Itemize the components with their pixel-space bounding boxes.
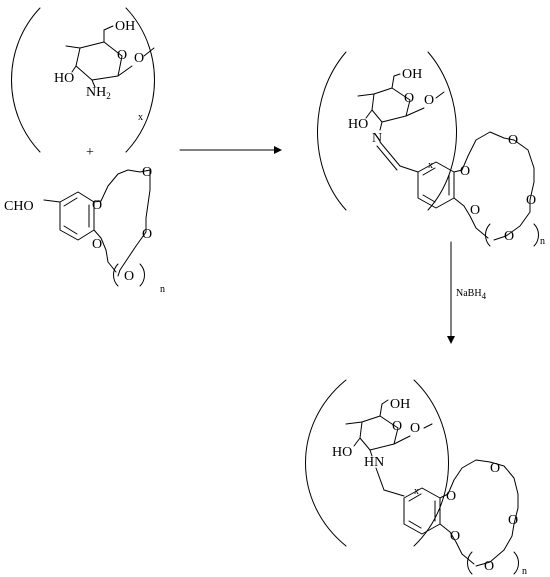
crown-ether-lower-chain <box>93 229 117 273</box>
ring-oxygen-label: O <box>392 419 402 434</box>
ring-oxygen-label: O <box>117 48 127 63</box>
ring-oxygen-label: O <box>404 91 414 106</box>
crown-oxygen-5: O <box>124 269 134 284</box>
crown-oxygen-2: O <box>92 237 102 252</box>
crown-oxygen-3: O <box>508 133 518 148</box>
repeat-subscript-x: x <box>414 486 419 497</box>
reagent-label: NaBH4 <box>456 288 487 301</box>
crown-ether-lower-chain <box>439 523 475 565</box>
reduction-arrow <box>447 241 455 344</box>
c6-bond <box>379 403 383 417</box>
benzene-inner-bond-1 <box>422 167 436 176</box>
formylbenzo-crown-ether: CHO O O O O O n <box>4 165 165 295</box>
imine-c-bond <box>399 165 419 173</box>
c3-oh-bond <box>71 65 77 73</box>
glycosidic-bond-out <box>423 423 433 429</box>
repeat-subscript-x: x <box>138 112 143 123</box>
schiff-base-product: OH O O HO N x O O O O O n <box>317 51 545 247</box>
nh2-label: NH2 <box>86 85 111 101</box>
c3-oh-bond <box>365 109 373 119</box>
crown-ether-chain <box>93 169 151 277</box>
repeat-bracket-left <box>113 263 119 287</box>
plus-sign: + <box>86 145 94 160</box>
pyranose-ring <box>75 41 123 81</box>
c6-oh-bond <box>393 73 401 77</box>
glycosidic-bond <box>393 435 411 445</box>
right-parenthesis <box>427 51 457 211</box>
crown-oxygen-5: O <box>484 559 494 574</box>
glycosidic-oxygen-label: O <box>134 51 144 66</box>
repeat-bracket-left <box>485 223 491 247</box>
right-parenthesis <box>413 379 449 547</box>
c4-methyl-bond <box>65 45 81 49</box>
reduced-amine-product: OH O O HO HN x O O O O O n <box>305 379 527 577</box>
crown-oxygen-4: O <box>142 227 152 242</box>
benzene-inner-bond-3 <box>63 225 78 235</box>
benzene-inner-bond-3 <box>422 194 436 203</box>
repeat-bracket-right <box>533 223 539 247</box>
repeat-bracket-right <box>513 551 519 575</box>
crown-oxygen-3: O <box>490 461 500 476</box>
ho-label: HO <box>348 117 368 132</box>
repeat-bracket-left <box>467 551 473 575</box>
c4-methyl-bond <box>345 421 363 425</box>
crown-oxygen-1: O <box>446 489 456 504</box>
left-parenthesis <box>305 379 347 547</box>
oh-label: OH <box>402 67 422 82</box>
benzene-inner-bond-1 <box>63 197 78 207</box>
c2-n-bond <box>369 449 373 457</box>
glycosidic-oxygen-label: O <box>410 421 420 436</box>
c6-oh-bond <box>103 25 114 31</box>
crown-oxygen-1: O <box>92 198 102 213</box>
cho-label: CHO <box>4 199 34 214</box>
crown-oxygen-3: O <box>142 165 152 180</box>
crown-oxygen-2: O <box>470 203 480 218</box>
crown-ether-chain <box>453 131 535 241</box>
ch2-benzene-bond <box>383 489 405 497</box>
ho-label: HO <box>332 445 352 460</box>
crown-oxygen-1: O <box>460 164 470 179</box>
repeat-bracket-right <box>139 263 145 287</box>
repeat-subscript-n: n <box>522 566 527 577</box>
crown-oxygen-4: O <box>526 193 536 208</box>
glycosidic-bond <box>117 65 133 77</box>
c3-oh-bond <box>353 437 361 447</box>
c2-n-bond <box>379 121 383 131</box>
left-parenthesis <box>11 7 41 153</box>
chitosan-unit: OH O O HO NH2 x <box>11 7 155 153</box>
imine-double-bond-1 <box>379 141 401 167</box>
repeat-subscript-x: x <box>428 160 433 171</box>
glycosidic-bond-out <box>143 47 155 57</box>
ho-label: HO <box>54 71 74 86</box>
c2-nh2-bond <box>91 79 96 88</box>
crown-oxygen-2: O <box>450 529 460 544</box>
benzene-inner-bond-3 <box>408 520 422 529</box>
repeat-subscript-n: n <box>160 284 165 295</box>
repeat-subscript-n: n <box>540 236 545 247</box>
left-parenthesis <box>317 51 347 211</box>
crown-ether-lower-chain <box>453 197 489 239</box>
c6-oh-bond <box>381 399 389 405</box>
imine-n-label: N <box>372 131 382 146</box>
oh-label: OH <box>390 397 410 412</box>
glycosidic-bond-out <box>435 91 445 99</box>
reaction-arrow <box>179 146 282 154</box>
c6-bond <box>391 75 395 89</box>
imine-double-bond-2 <box>376 145 398 171</box>
glycosidic-oxygen-label: O <box>424 93 434 108</box>
benzene-inner-bond-1 <box>408 493 422 502</box>
amine-ch2-bond <box>375 467 385 491</box>
crown-oxygen-4: O <box>508 513 518 528</box>
right-parenthesis <box>125 7 155 153</box>
crown-oxygen-5: O <box>504 229 514 244</box>
c4-methyl-bond <box>357 93 375 97</box>
crown-ether-chain <box>439 459 519 567</box>
cho-bond <box>43 199 61 203</box>
amine-label: HN <box>364 455 384 470</box>
glycosidic-bond <box>405 107 425 117</box>
oh-label: OH <box>115 19 135 34</box>
